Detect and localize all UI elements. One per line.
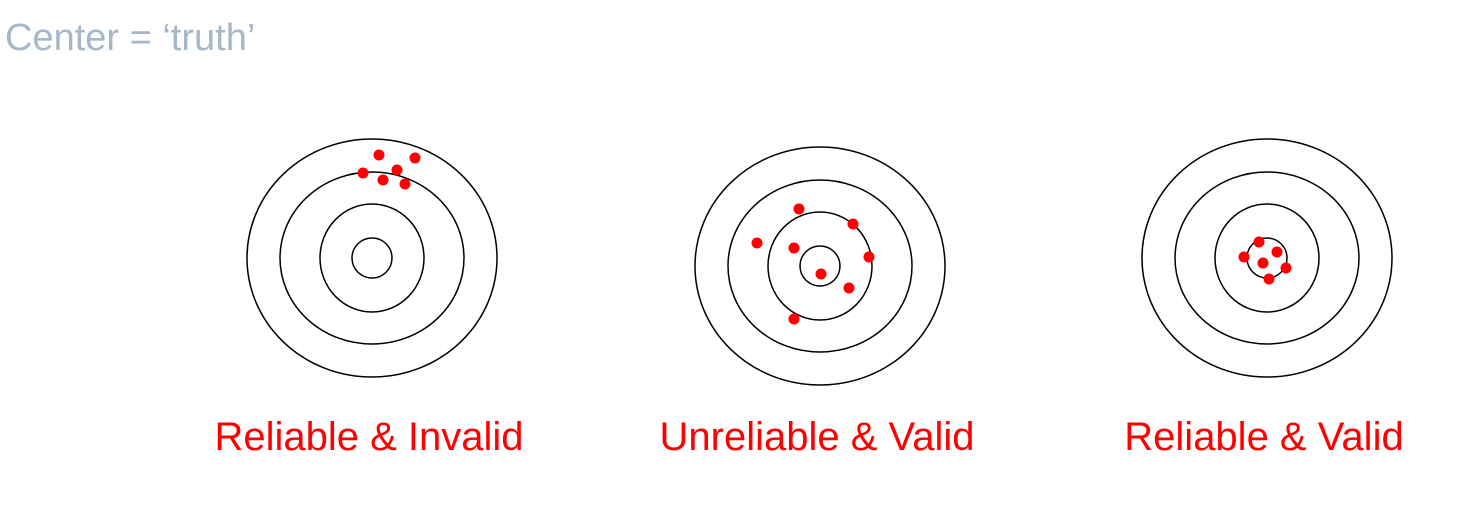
hit-dot <box>843 282 855 294</box>
target-ring-3 <box>767 211 873 321</box>
hit-dot <box>409 152 421 164</box>
hit-dot <box>788 313 800 325</box>
target-caption: Unreliable & Valid <box>660 415 975 459</box>
target-ring-3 <box>319 203 425 313</box>
hit-dot <box>847 218 859 230</box>
target-ring-2 <box>1174 171 1360 345</box>
target-caption: Reliable & Invalid <box>214 415 523 459</box>
target-ring-2 <box>727 179 913 353</box>
target-ring-4 <box>799 245 841 287</box>
target-3: Reliable & Valid <box>1124 138 1404 459</box>
hit-dot <box>377 174 389 186</box>
hit-dot <box>793 203 805 215</box>
target-ring-2 <box>279 171 465 345</box>
target-caption: Reliable & Valid <box>1124 415 1403 459</box>
hit-dot <box>1263 273 1275 285</box>
hit-dot <box>863 251 875 263</box>
hit-dot <box>788 242 800 254</box>
target-ring-3 <box>1214 203 1320 313</box>
target-2: Unreliable & Valid <box>660 146 975 459</box>
hit-dot <box>1280 262 1292 274</box>
hit-dot <box>357 167 369 179</box>
diagram-heading: Center = ‘truth’ <box>5 17 256 59</box>
target-ring-4 <box>1246 237 1288 279</box>
target-ring-4 <box>351 237 393 279</box>
target-ring-1 <box>694 146 946 386</box>
hit-dot <box>815 268 827 280</box>
target-ring-1 <box>246 138 498 378</box>
target-1: Reliable & Invalid <box>214 138 524 459</box>
hit-dot <box>373 149 385 161</box>
target-ring-1 <box>1141 138 1393 378</box>
hit-dot <box>1271 246 1283 258</box>
hit-dot <box>751 237 763 249</box>
hit-dot <box>391 164 403 176</box>
hit-dot <box>1253 236 1265 248</box>
hit-dot <box>1257 257 1269 269</box>
hit-dot <box>1238 251 1250 263</box>
hit-dot <box>399 178 411 190</box>
